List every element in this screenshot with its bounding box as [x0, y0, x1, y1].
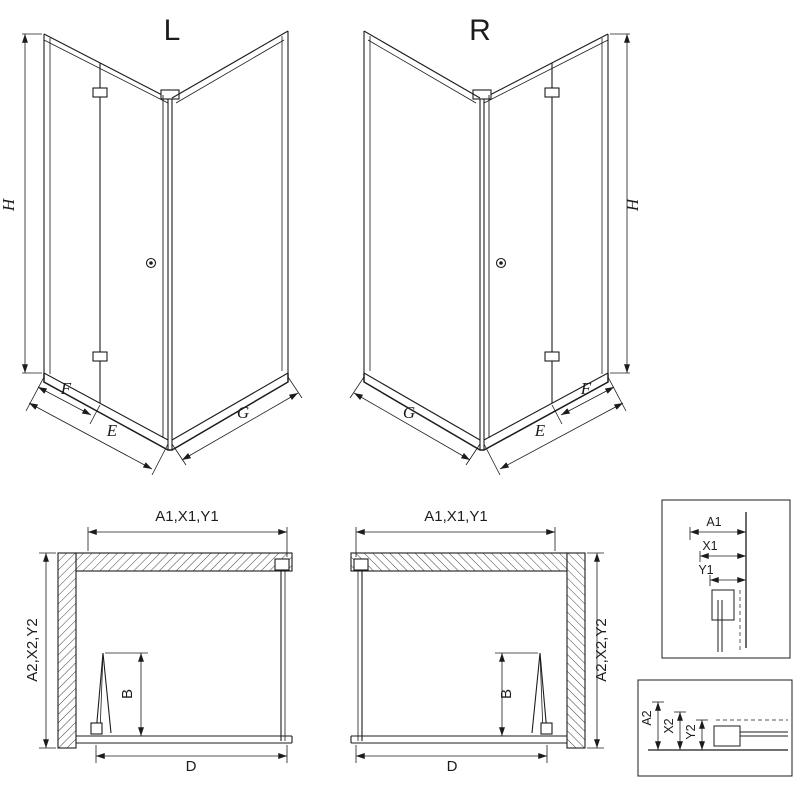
dim-h-lines — [22, 33, 42, 374]
plan-view-linework — [39, 527, 293, 763]
door-hinge-bottom-icon — [92, 351, 108, 362]
corner-bracket — [160, 89, 180, 100]
plan-dim-d-right: D — [447, 758, 458, 775]
dim-label-g-left: G — [237, 403, 249, 422]
detail-top-label-a1: A1 — [706, 515, 721, 529]
dim-label-e-left: E — [106, 421, 118, 440]
dim-g-lines — [171, 376, 303, 466]
plan-view-right-linework — [351, 527, 604, 763]
wall-profile-fitting — [274, 558, 290, 571]
detail-bottom-label-y2: Y2 — [684, 724, 698, 739]
plan-dim-b-left: B — [119, 689, 136, 699]
dim-f-e-lines — [25, 376, 169, 476]
dim-label-h-left: H — [0, 197, 18, 212]
wall-profile-section — [711, 589, 735, 621]
detail-top-label-x1: X1 — [702, 539, 717, 553]
detail-top-label-y1: Y1 — [698, 563, 713, 577]
detail-box-top — [661, 499, 791, 659]
detail-box-bottom — [637, 679, 793, 777]
dim-label-f-right: F — [580, 379, 592, 398]
wall-top-hatched — [75, 552, 293, 572]
variant-label-left: L — [164, 14, 181, 47]
perspective-view-linework — [22, 30, 303, 476]
plan-dim-d-left: D — [186, 758, 197, 775]
dim-label-f-left: F — [60, 379, 72, 398]
plan-dim-b-right: B — [498, 689, 515, 699]
dim-a1-lines — [87, 527, 288, 557]
plan-dim-top-right: A1,X1,Y1 — [424, 508, 487, 525]
floor-profile-section — [713, 725, 741, 747]
plan-dim-side-left: A2,X2,Y2 — [24, 618, 41, 681]
perspective-view-right-linework — [350, 31, 630, 475]
dim-label-g-right: G — [403, 403, 415, 422]
plan-dim-side-right: A2,X2,Y2 — [593, 618, 610, 681]
detail-bottom-label-x2: X2 — [662, 718, 676, 733]
dim-b-lines — [105, 652, 148, 736]
door-pivot-fitting — [90, 722, 103, 735]
detail-bottom-label-a2: A2 — [640, 710, 654, 725]
dim-a2-lines — [39, 552, 56, 749]
plan-dim-top-left: A1,X1,Y1 — [155, 508, 218, 525]
dim-d-lines — [95, 745, 288, 763]
wall-side-hatched — [57, 552, 77, 749]
dim-label-h-right: H — [623, 197, 642, 212]
dim-label-e-right: E — [534, 421, 546, 440]
variant-label-right: R — [469, 14, 491, 47]
door-hinge-top-icon — [92, 87, 108, 98]
